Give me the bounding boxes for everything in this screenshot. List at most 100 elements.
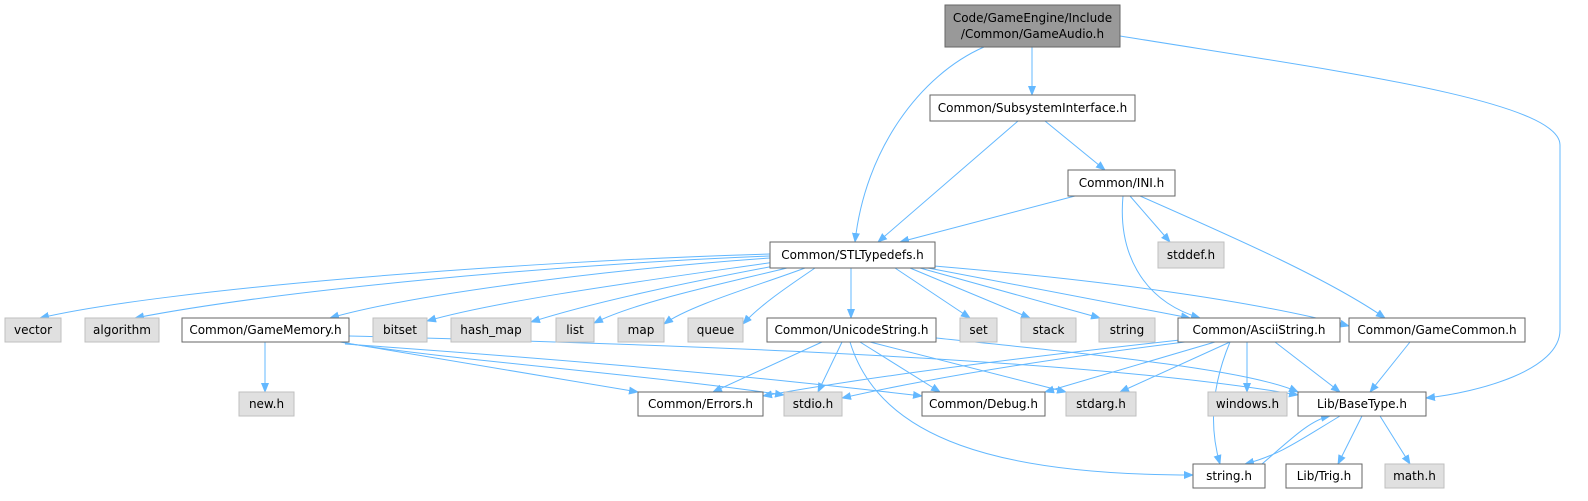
include-edge <box>339 341 639 395</box>
node-box <box>1098 317 1156 343</box>
node-label: queue <box>697 323 735 337</box>
node-windows: windows.h <box>1207 391 1288 417</box>
include-edge <box>933 265 1350 328</box>
node-stack: stack <box>1020 317 1077 343</box>
include-edge <box>817 341 843 393</box>
include-edge <box>1044 341 1216 394</box>
node-label: /Common/GameAudio.h <box>961 27 1104 41</box>
node-label: set <box>969 323 988 337</box>
node-label: stdio.h <box>793 397 833 411</box>
node-queue: queue <box>687 317 744 343</box>
node-label: stddef.h <box>1167 248 1215 262</box>
include-edge <box>899 195 1076 244</box>
node-box <box>1067 169 1176 197</box>
node-box <box>372 317 428 343</box>
node-box <box>1285 463 1363 489</box>
node-box <box>1020 317 1077 343</box>
node-box <box>783 391 843 417</box>
include-edge <box>1119 35 1561 401</box>
node-label: bitset <box>383 323 417 337</box>
include-edge <box>742 267 816 325</box>
node-ini[interactable]: Common/INI.h <box>1067 169 1176 197</box>
include-edge <box>919 267 1101 320</box>
node-hashmap: hash_map <box>450 317 532 343</box>
node-label: Code/GameEngine/Include <box>953 11 1112 25</box>
node-root[interactable]: Code/GameEngine/Include/Common/GameAudio… <box>944 4 1121 48</box>
node-label: Common/STLTypedefs.h <box>781 248 924 262</box>
node-label: vector <box>14 323 52 337</box>
node-label: Common/UnicodeString.h <box>775 323 929 337</box>
node-box <box>1157 241 1225 269</box>
include-edge <box>894 267 971 319</box>
include-edge <box>344 342 785 398</box>
node-newh: new.h <box>238 391 295 417</box>
node-box <box>4 317 62 343</box>
include-edge <box>593 265 796 324</box>
node-box <box>181 317 350 343</box>
node-box <box>617 317 665 343</box>
include-edge <box>859 341 941 393</box>
include-edge <box>1129 195 1171 243</box>
node-box <box>1192 463 1266 489</box>
node-box <box>1348 317 1526 343</box>
node-vector: vector <box>4 317 62 343</box>
node-box <box>555 317 595 343</box>
node-box <box>1177 317 1341 343</box>
edges <box>39 35 1561 479</box>
include-edge <box>852 46 985 243</box>
include-edge <box>841 341 1186 400</box>
node-debug[interactable]: Common/Debug.h <box>921 391 1046 417</box>
node-stringh[interactable]: string.h <box>1192 463 1266 489</box>
node-algorithm: algorithm <box>84 317 160 343</box>
include-edge <box>909 267 1031 319</box>
node-box <box>1065 391 1137 417</box>
include-edge <box>762 339 1181 399</box>
node-stl[interactable]: Common/STLTypedefs.h <box>769 241 936 269</box>
node-label: Common/Debug.h <box>929 397 1038 411</box>
node-errors[interactable]: Common/Errors.h <box>637 391 764 417</box>
include-edge <box>877 120 1019 243</box>
node-string: string <box>1098 317 1156 343</box>
node-box <box>238 391 295 417</box>
include-edge <box>927 267 1191 321</box>
include-edge <box>1274 341 1341 393</box>
node-label: string <box>1110 323 1144 337</box>
node-label: algorithm <box>93 323 151 337</box>
node-box <box>1297 391 1427 417</box>
node-label: Common/INI.h <box>1079 176 1165 190</box>
include-edge <box>1379 415 1411 465</box>
node-subsys[interactable]: Common/SubsystemInterface.h <box>929 94 1136 122</box>
node-label: Common/GameCommon.h <box>1357 323 1516 337</box>
node-stddef: stddef.h <box>1157 241 1225 269</box>
node-trig[interactable]: Lib/Trig.h <box>1285 463 1363 489</box>
include-edge <box>849 341 1194 479</box>
node-label: stack <box>1033 323 1065 337</box>
node-box <box>637 391 764 417</box>
node-map: map <box>617 317 665 343</box>
include-edge <box>1044 120 1106 171</box>
node-label: hash_map <box>460 323 521 337</box>
node-box <box>687 317 744 343</box>
include-edge <box>1244 415 1341 466</box>
node-basetype[interactable]: Lib/BaseType.h <box>1297 391 1427 417</box>
node-stdio: stdio.h <box>783 391 843 417</box>
node-label: stdarg.h <box>1076 397 1126 411</box>
include-edge <box>1139 195 1386 319</box>
node-label: list <box>566 323 584 337</box>
node-gamecommon[interactable]: Common/GameCommon.h <box>1348 317 1526 343</box>
include-edge <box>1261 413 1331 465</box>
include-edge <box>1121 195 1201 320</box>
node-label: Lib/Trig.h <box>1297 469 1352 483</box>
node-label: Lib/BaseType.h <box>1317 397 1407 411</box>
node-unicode[interactable]: Common/UnicodeString.h <box>766 317 937 343</box>
node-box <box>766 317 937 343</box>
include-edge <box>344 343 923 399</box>
include-edge <box>426 261 776 323</box>
node-gamemem[interactable]: Common/GameMemory.h <box>181 317 350 343</box>
include-edge <box>329 257 771 320</box>
node-bitset: bitset <box>372 317 428 343</box>
node-stdarg: stdarg.h <box>1065 391 1137 417</box>
include-edge <box>869 341 1067 394</box>
node-box <box>921 391 1046 417</box>
node-ascii[interactable]: Common/AsciiString.h <box>1177 317 1341 343</box>
